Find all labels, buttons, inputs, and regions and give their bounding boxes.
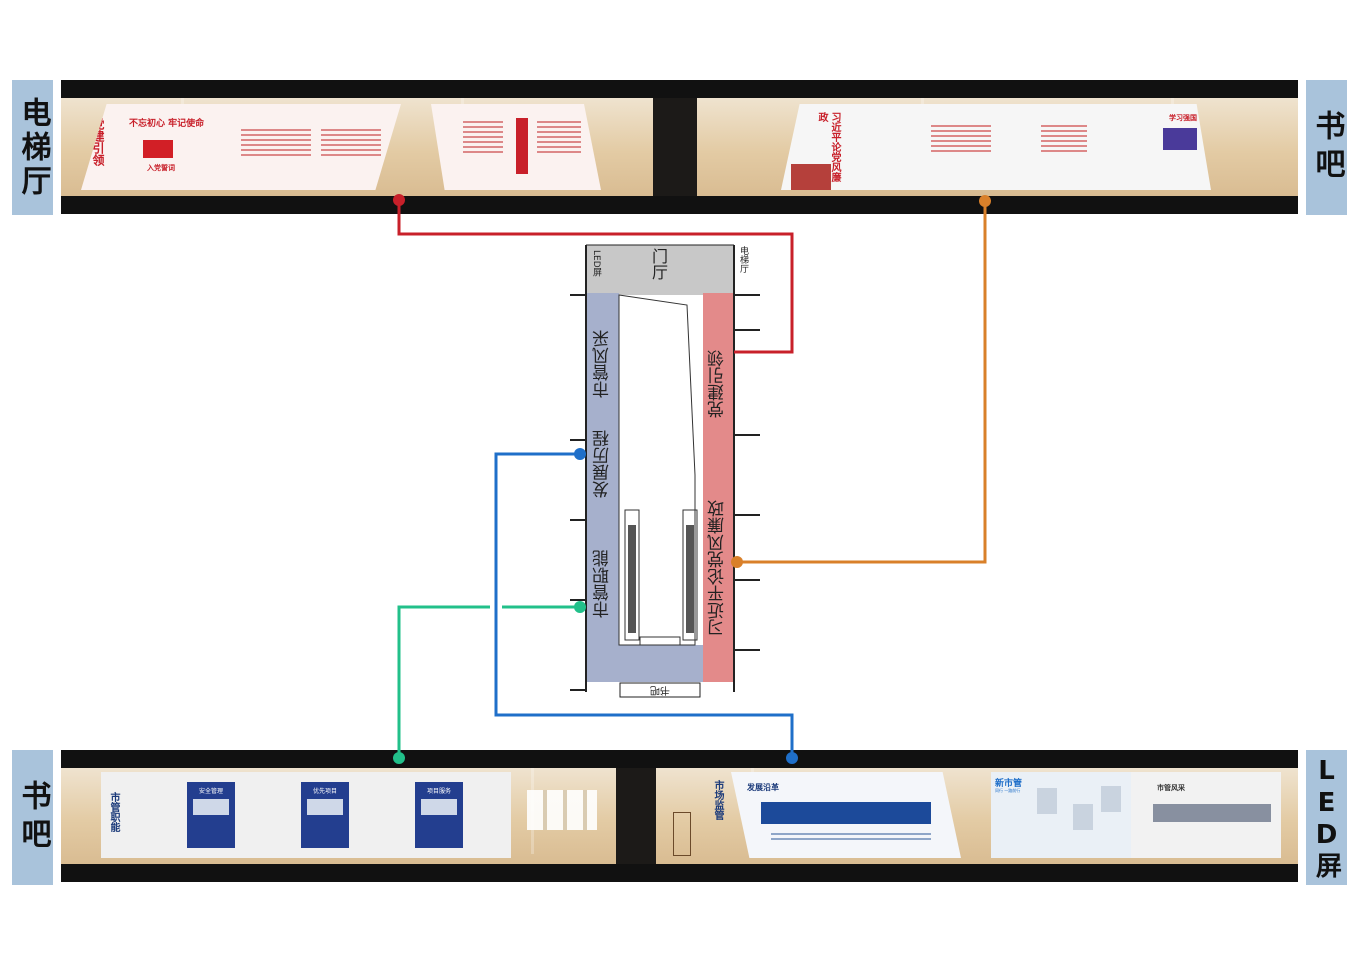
new-market-title: 新市管 <box>995 779 1023 789</box>
bottom-wall-doorway <box>616 768 656 864</box>
label-book-bar-bottom-text: 书吧 <box>15 779 51 856</box>
zone-xi-label: 习近平论党风廉政 <box>708 500 728 636</box>
duty-card-1: 安全管理 <box>187 782 235 848</box>
hall-zone <box>587 245 733 295</box>
plan-led-label: LED屏 <box>591 250 601 277</box>
xi-panel: 习近平论党风廉政 <box>781 104 1091 190</box>
style-panel: 市管风采 <box>1131 772 1281 858</box>
escalator-left <box>624 509 640 641</box>
xi-title: 习近平论党风廉政 <box>816 112 840 182</box>
study-screen <box>1163 128 1197 150</box>
zone-party-label: 党建引领 <box>708 350 728 418</box>
connector-history-dot-wall <box>786 752 798 764</box>
zone-history-label: 发展历程 <box>593 430 613 498</box>
connector-party-lead-dot <box>393 194 405 206</box>
connector-history <box>494 452 794 758</box>
plan-hall-label: 门厅 <box>649 248 668 280</box>
party-slogan: 不忘初心 牢记使命 <box>129 119 205 129</box>
zone-duty-label: 市管职能 <box>593 550 613 618</box>
duty-card-3-title: 项目服务 <box>426 788 451 795</box>
left-zone <box>587 293 619 682</box>
escalator-right <box>682 509 698 641</box>
top-wall-doorway <box>653 98 697 196</box>
market-title: 市场监管 <box>712 780 723 820</box>
new-market-sub: 同行 一路前行 <box>995 788 1021 793</box>
party-oath: 入党誓词 <box>147 164 175 172</box>
label-elevator-hall-text: 电梯厅 <box>15 96 51 199</box>
connector-xi-lian-dot-plan <box>731 556 743 568</box>
study-title: 学习强国 <box>1169 114 1197 122</box>
plan-elevator-label: 电梯厅 <box>738 246 748 273</box>
new-market-panel: 新市管 同行 一路前行 <box>991 772 1131 858</box>
duty-panel: 市管职能 安全管理 优先项目 项目服务 <box>101 772 511 858</box>
zone-style-label: 市管风采 <box>593 330 613 398</box>
party-flag <box>143 140 173 158</box>
market-panel: 市场监管 <box>673 772 733 858</box>
duty-title: 市管职能 <box>108 792 119 832</box>
label-led-screen-text: LED屏 <box>1311 755 1342 880</box>
left-zone-bottom <box>587 645 703 682</box>
connector-duty-down <box>397 605 490 758</box>
right-zone <box>703 293 733 682</box>
label-book-bar-bottom: 书吧 <box>12 750 53 885</box>
party-history-panel <box>431 104 601 190</box>
style-title: 市管风采 <box>1157 784 1185 792</box>
history-title: 发展沿革 <box>747 783 779 792</box>
duty-card-1-title: 安全管理 <box>198 788 223 795</box>
bottom-wall-elevation: 市管职能 安全管理 优先项目 项目服务 市场监管 发展沿革 新市管 <box>61 750 1298 882</box>
duty-card-2: 优先项目 <box>301 782 349 848</box>
wall-columns <box>570 294 760 691</box>
connector-history-dot-plan <box>574 448 586 460</box>
hex-shelf <box>527 790 597 830</box>
top-wall-render: 党建引领 不忘初心 牢记使命 入党誓词 习近平论党风廉政 学习强国 <box>61 98 1298 196</box>
connector-xi-lian <box>737 201 987 564</box>
plan-bookbar-label: 书吧 <box>650 684 670 695</box>
label-book-bar-top-text: 书吧 <box>1309 109 1345 186</box>
bottom-wall-render: 市管职能 安全管理 优先项目 项目服务 市场监管 发展沿革 新市管 <box>61 768 1298 864</box>
history-timeline <box>761 802 931 824</box>
xi-photo <box>791 164 831 190</box>
connector-xi-lian-dot-top <box>979 195 991 207</box>
top-wall-elevation: 党建引领 不忘初心 牢记使命 入党誓词 习近平论党风廉政 学习强国 <box>61 80 1298 214</box>
label-led-screen: LED屏 <box>1306 750 1347 885</box>
party-red-column <box>516 118 528 174</box>
history-panel: 发展沿革 <box>731 772 961 858</box>
connector-duty-dot-plan <box>574 601 586 613</box>
style-photo <box>1153 804 1271 822</box>
connector-party-lead <box>397 200 794 354</box>
atrium-void <box>618 294 696 646</box>
connector-duty-dot-wall <box>393 752 405 764</box>
label-book-bar-top: 书吧 <box>1306 80 1347 215</box>
study-panel: 学习强国 <box>1091 104 1211 190</box>
label-elevator-hall: 电梯厅 <box>12 80 53 215</box>
duty-card-3: 项目服务 <box>415 782 463 848</box>
duty-card-2-title: 优先项目 <box>312 788 337 795</box>
